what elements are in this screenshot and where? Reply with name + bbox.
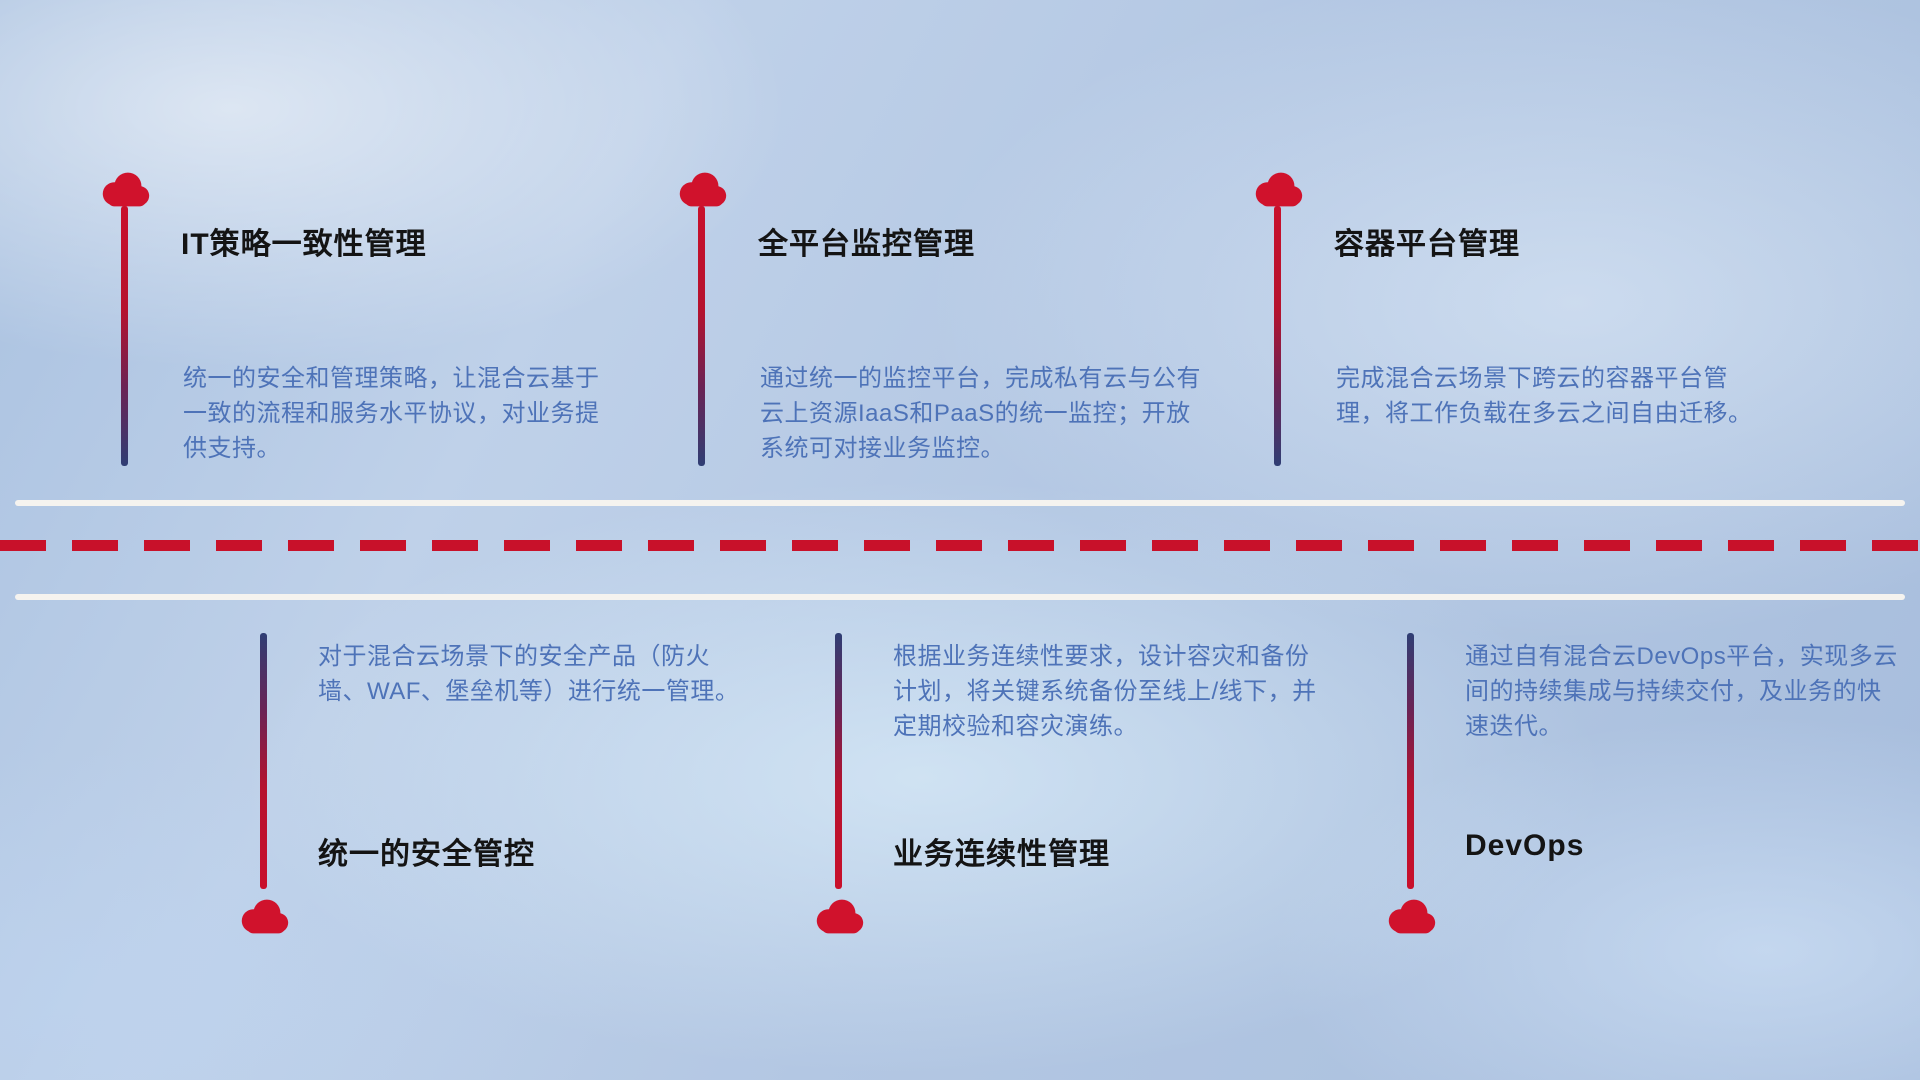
- road-dashed-centerline: [0, 540, 1920, 551]
- item-description: 通过统一的监控平台，完成私有云与公有云上资源IaaS和PaaS的统一监控；开放系…: [760, 365, 1201, 463]
- item-title: IT策略一致性管理: [181, 228, 427, 261]
- item-title: DevOps: [1465, 829, 1585, 862]
- cloud-icon: [235, 896, 293, 936]
- item-title: 统一的安全管控: [318, 838, 535, 871]
- connector-line: [835, 633, 842, 889]
- item-description: 对于混合云场景下的安全产品（防火墙、WAF、堡垒机等）进行统一管理。: [318, 643, 740, 706]
- connector-line: [1407, 633, 1414, 889]
- item-title: 容器平台管理: [1334, 228, 1520, 261]
- connector-line: [121, 206, 128, 466]
- connector-line: [698, 206, 705, 466]
- cloud-icon: [96, 169, 154, 209]
- item-description: 通过自有混合云DevOps平台，实现多云间的持续集成与持续交付，及业务的快速迭代…: [1465, 643, 1898, 741]
- connector-line: [1274, 206, 1281, 466]
- road-line-bottom: [15, 594, 1905, 600]
- item-title: 全平台监控管理: [758, 228, 975, 261]
- cloud-icon: [1382, 896, 1440, 936]
- cloud-icon: [810, 896, 868, 936]
- item-description: 完成混合云场景下跨云的容器平台管理，将工作负载在多云之间自由迁移。: [1336, 365, 1753, 428]
- connector-line: [260, 633, 267, 889]
- cloud-icon: [1249, 169, 1307, 209]
- cloud-icon: [673, 169, 731, 209]
- item-description: 根据业务连续性要求，设计容灾和备份计划，将关键系统备份至线上/线下，并定期校验和…: [893, 643, 1317, 741]
- item-title: 业务连续性管理: [893, 838, 1110, 871]
- item-description: 统一的安全和管理策略，让混合云基于一致的流程和服务水平协议，对业务提供支持。: [183, 365, 600, 463]
- road-line-top: [15, 500, 1905, 506]
